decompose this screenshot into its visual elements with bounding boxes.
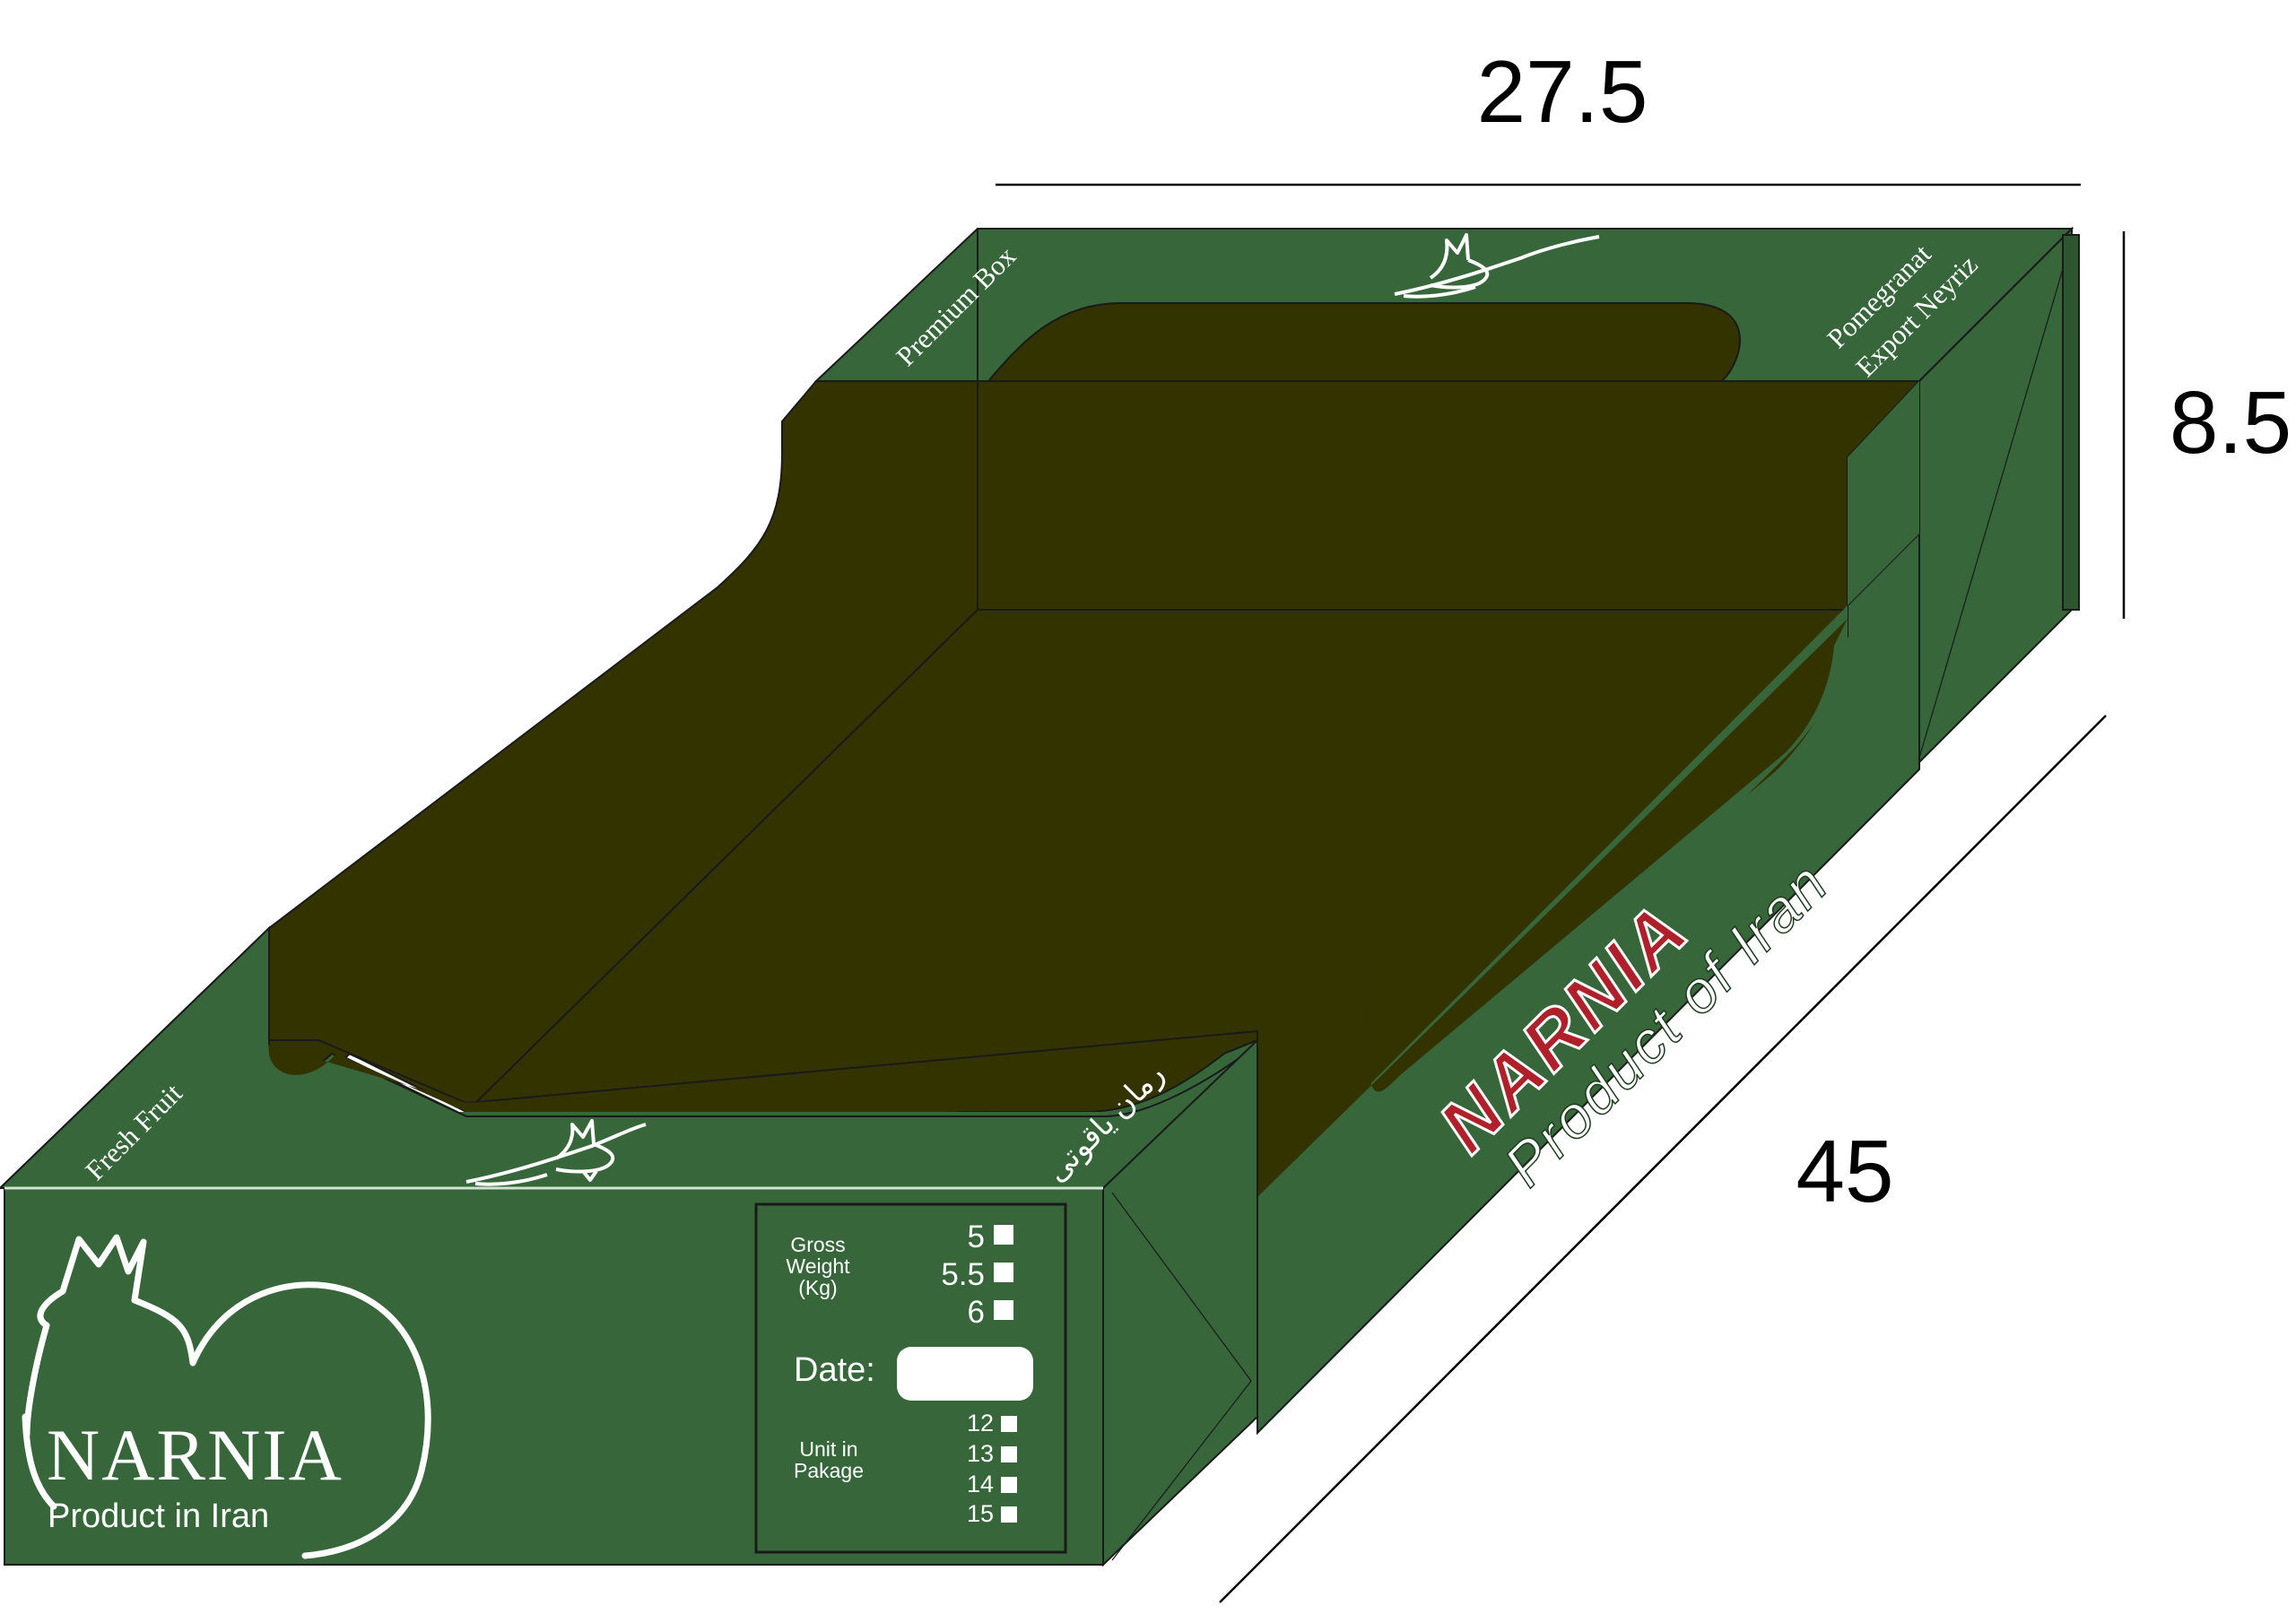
weight-value: 6 (968, 1295, 985, 1330)
weight-value: 5.5 (941, 1257, 985, 1292)
unit-value: 15 (967, 1500, 994, 1527)
weight-option[interactable]: 5 (968, 1219, 1013, 1254)
weight-option[interactable]: 6 (968, 1295, 1013, 1330)
length-dimension-line (1219, 715, 2107, 1603)
checkbox-icon[interactable] (994, 1263, 1013, 1282)
pomegranate-outline-icon (22, 1234, 431, 1559)
unit-option[interactable]: 13 (967, 1440, 1017, 1467)
checkbox-icon[interactable] (994, 1225, 1013, 1245)
checkbox-icon[interactable] (1001, 1416, 1017, 1432)
unit-option[interactable]: 15 (967, 1500, 1017, 1527)
date-label: Date: (794, 1351, 875, 1389)
gross-weight-label-line2: Weight (786, 1254, 850, 1278)
width-dimension-label: 27.5 (1477, 42, 1648, 141)
bird-logo-icon (1394, 233, 1600, 299)
length-dimension-label: 45 (1796, 1122, 1893, 1220)
front-brand-name: NARNIA (47, 1414, 344, 1496)
checkbox-icon[interactable] (1001, 1477, 1017, 1493)
checkbox-icon[interactable] (994, 1300, 1013, 1320)
gross-weight-label-line3: (Kg) (798, 1276, 837, 1299)
spec-box (754, 1202, 1067, 1554)
back-right-end-edge (2062, 234, 2080, 611)
date-field[interactable] (897, 1347, 1033, 1401)
back-flap-cutout (986, 302, 1741, 382)
height-dimension-label: 8.5 (2170, 373, 2292, 472)
unit-value: 14 (967, 1471, 994, 1497)
unit-options: 12 13 14 15 (967, 1410, 1017, 1527)
front-flap-cutout-edge (268, 1045, 1085, 1112)
back-right-fold-line (1918, 268, 2064, 759)
weight-option[interactable]: 5.5 (941, 1257, 1013, 1292)
unit-option[interactable]: 12 (967, 1410, 1017, 1436)
front-brand-subtitle: Product in Iran (48, 1497, 269, 1535)
front-right-fold-line-1 (1111, 1192, 1252, 1382)
unit-value: 12 (967, 1410, 994, 1436)
unit-value: 13 (967, 1440, 994, 1467)
weight-value: 5 (968, 1219, 985, 1254)
gross-weight-label-line1: Gross (790, 1233, 845, 1256)
dimension-lines (996, 183, 2126, 1603)
unit-option[interactable]: 14 (967, 1471, 1017, 1497)
inner-back-wall (977, 380, 1922, 611)
front-right-fold-line-2 (1111, 1380, 1252, 1561)
weight-options: 5 5.5 6 (941, 1219, 1013, 1330)
unit-label-line2: Pakage (794, 1459, 864, 1482)
right-wall-cutout (1257, 619, 1848, 1197)
checkbox-icon[interactable] (1001, 1446, 1017, 1462)
bird-logo-icon-front (465, 1119, 647, 1186)
unit-label-line1: Unit in (799, 1437, 857, 1461)
checkbox-icon[interactable] (1001, 1506, 1017, 1523)
box-body (0, 226, 2080, 1567)
right-side-rim (1257, 381, 1919, 1282)
